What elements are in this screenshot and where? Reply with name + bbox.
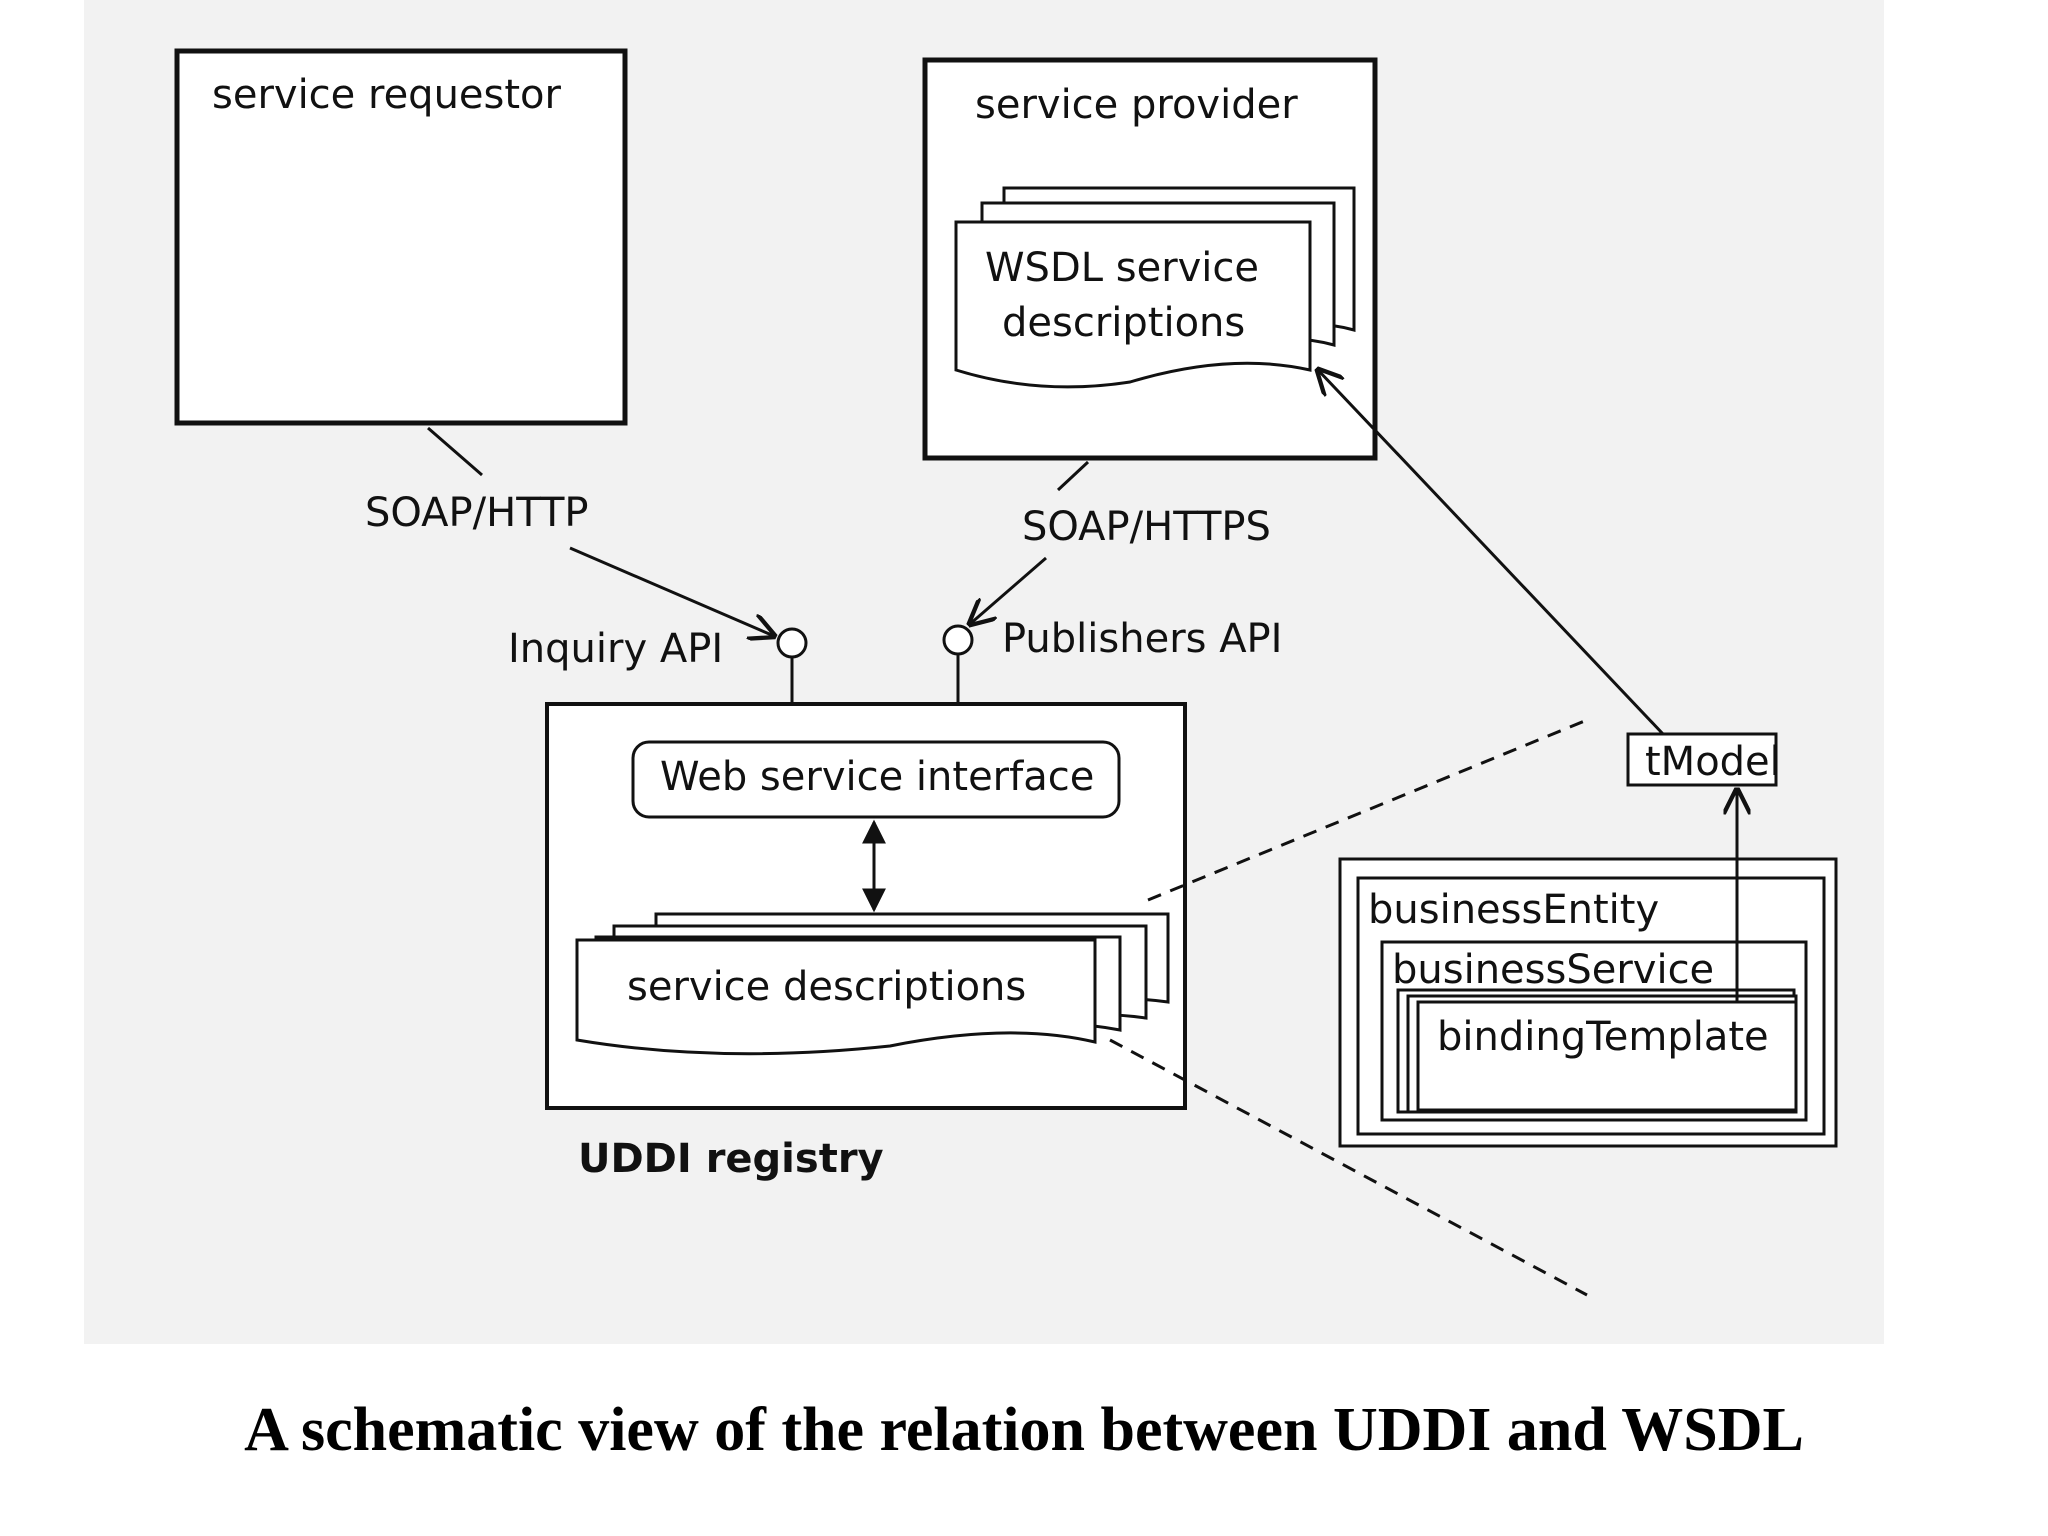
binding-template-label: bindingTemplate <box>1437 1014 1769 1060</box>
service-provider-node: service provider WSDL service descriptio… <box>922 57 1378 461</box>
inquiry-api-lollipop <box>776 627 808 659</box>
figure-caption: A schematic view of the relation between… <box>244 1396 1804 1464</box>
service-requestor-label: service requestor <box>212 72 562 118</box>
service-descriptions-stack: service descriptions <box>575 912 1170 1056</box>
inquiry-api-port: Inquiry API <box>508 626 808 703</box>
web-service-interface-box <box>631 740 1121 819</box>
service-descriptions-label: service descriptions <box>627 964 1026 1010</box>
wsdl-document-stack: WSDL service descriptions <box>954 186 1356 389</box>
zoom-dashed-line-upper <box>1147 718 1588 902</box>
web-service-interface-label: Web service interface <box>660 754 1094 800</box>
tmodel-box <box>1626 732 1778 787</box>
publishers-api-port: Publishers API <box>942 616 1282 703</box>
service-requestor-box <box>174 48 628 426</box>
uddi-registry-node: Web service interface service descriptio… <box>545 702 1187 1110</box>
inquiry-api-label: Inquiry API <box>508 626 723 672</box>
binding-template-box <box>1416 1000 1798 1112</box>
business-service-label: businessService <box>1392 947 1714 993</box>
tmodel-to-wsdl-arrow <box>1318 370 1665 736</box>
service-descriptions-front <box>575 938 1097 1056</box>
uddi-registry-label: UDDI registry <box>578 1136 884 1182</box>
soap-https-label: SOAP/HTTPS <box>1022 504 1271 550</box>
publishers-api-label: Publishers API <box>1002 616 1282 662</box>
soap-http-connection: SOAP/HTTP <box>365 426 774 636</box>
uddi-data-structures: businessEntity businessService bindingTe… <box>1338 790 1838 1148</box>
wsdl-service-label-line2: descriptions <box>1002 300 1245 346</box>
tmodel-label: tModel <box>1645 739 1781 785</box>
zoom-dashed-line-lower <box>1109 1038 1588 1297</box>
soap-https-connection: SOAP/HTTPS <box>970 460 1271 624</box>
tmodel-node: tModel <box>1626 732 1781 787</box>
service-requestor-node: service requestor <box>174 48 628 426</box>
publishers-api-lollipop <box>942 624 974 656</box>
wsdl-document-front <box>954 220 1312 389</box>
soap-http-label: SOAP/HTTP <box>365 490 589 536</box>
business-entity-label: businessEntity <box>1368 887 1659 933</box>
service-provider-label: service provider <box>975 82 1298 128</box>
wsdl-service-label-line1: WSDL service <box>985 245 1259 291</box>
